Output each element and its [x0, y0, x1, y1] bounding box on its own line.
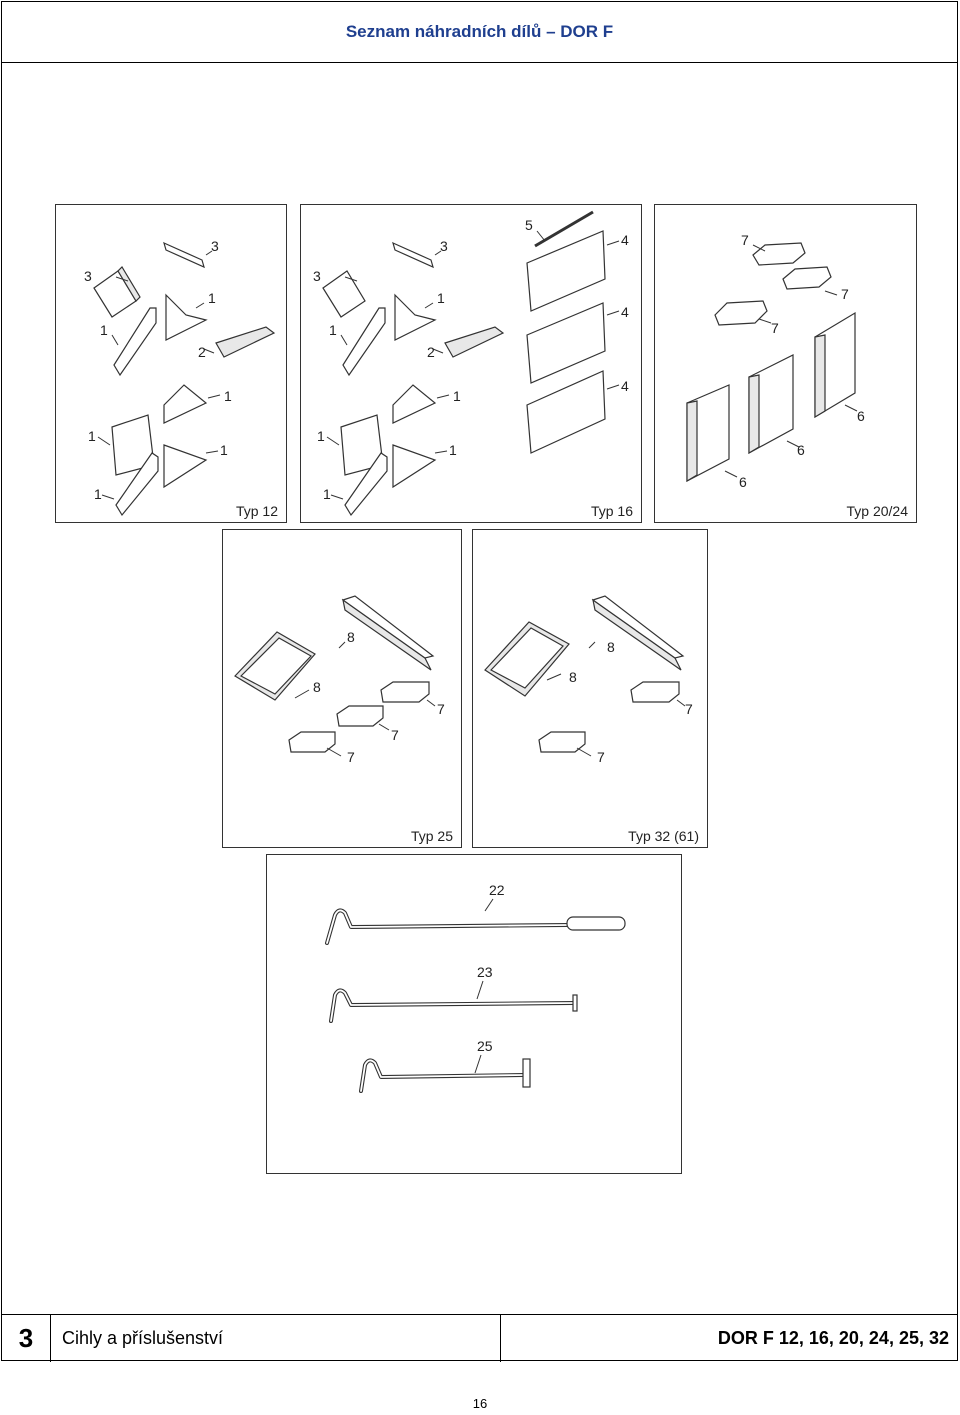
part-label: 1 — [88, 428, 96, 444]
part-label: 1 — [220, 442, 228, 458]
footer-divider — [500, 1315, 501, 1362]
panel-title: Typ 32 (61) — [628, 828, 699, 844]
part-label: 3 — [211, 238, 219, 254]
part-label: 5 — [525, 217, 533, 233]
part-label: 6 — [797, 442, 805, 458]
part-label: 2 — [198, 344, 206, 360]
part-label: 7 — [771, 320, 779, 336]
part-label: 8 — [313, 679, 321, 695]
part-label: 2 — [427, 344, 435, 360]
part-label: 1 — [449, 442, 457, 458]
panel-title: Typ 12 — [235, 503, 278, 519]
drawing-typ-12: 3 3 1 1 2 1 1 1 1 — [84, 238, 276, 517]
drawing-tools: 22 23 25 — [325, 882, 626, 1093]
part-label: 22 — [489, 882, 505, 898]
part-label: 8 — [569, 669, 577, 685]
panel-title: Typ 20/24 — [846, 503, 909, 519]
page-footer: 3 Cihly a příslušenství DOR F 12, 16, 20… — [2, 1314, 957, 1362]
part-label: 4 — [621, 232, 629, 248]
part-label: 1 — [453, 388, 461, 404]
panel-title: Typ 25 — [410, 828, 453, 844]
panel-typ-20-24: 7 7 7 6 6 6 Typ 20/24 — [654, 204, 917, 523]
part-label: 7 — [741, 232, 749, 248]
part-label: 1 — [94, 486, 102, 502]
part-label: 6 — [739, 474, 747, 490]
drawing-typ-32: 8 8 7 7 — [484, 595, 693, 765]
part-label: 7 — [841, 286, 849, 302]
part-label: 7 — [347, 749, 355, 765]
part-label: 3 — [84, 268, 92, 284]
panel-typ-32: 8 8 7 7 Typ 32 (61) — [472, 529, 708, 848]
part-label: 1 — [208, 290, 216, 306]
part-label: 4 — [621, 378, 629, 394]
panel-typ-25: 8 8 7 7 7 Typ 25 — [222, 529, 462, 848]
part-label: 7 — [685, 701, 693, 717]
section-title: Cihly a příslušenství — [62, 1328, 224, 1348]
part-label: 8 — [347, 629, 355, 645]
page-frame: Seznam náhradních dílů – DOR F 3 3 1 — [1, 1, 958, 1362]
page-title: Seznam náhradních dílů – DOR F — [345, 22, 614, 41]
part-label: 1 — [317, 428, 325, 444]
part-label: 1 — [329, 322, 337, 338]
section-number: 3 — [2, 1315, 51, 1362]
part-label: 7 — [391, 727, 399, 743]
part-label: 1 — [437, 290, 445, 306]
tool-poker-23: 23 — [329, 964, 578, 1023]
part-label: 8 — [607, 639, 615, 655]
tool-poker-22: 22 — [325, 882, 626, 945]
panel-tools: 22 23 25 — [266, 854, 682, 1174]
part-label: 3 — [313, 268, 321, 284]
panel-typ-12: 3 3 1 1 2 1 1 1 1 Typ 12 — [55, 204, 287, 523]
part-label: 7 — [597, 749, 605, 765]
panel-title: Typ 16 — [590, 503, 633, 519]
page-number: 16 — [472, 1396, 488, 1411]
tool-poker-25: 25 — [359, 1038, 531, 1093]
part-label: 1 — [224, 388, 232, 404]
model-list: DOR F 12, 16, 20, 24, 25, 32 — [717, 1328, 949, 1348]
drawing-typ-20-24: 7 7 7 6 6 6 — [686, 232, 865, 490]
panel-typ-16: 3 3 1 1 2 1 1 1 1 5 4 4 4 Typ 16 — [300, 204, 642, 523]
part-label: 3 — [440, 238, 448, 254]
part-label: 1 — [100, 322, 108, 338]
part-label: 1 — [323, 486, 331, 502]
page-header: Seznam náhradních dílů – DOR F — [2, 2, 957, 63]
part-label: 4 — [621, 304, 629, 320]
part-label: 7 — [437, 701, 445, 717]
drawing-typ-25: 8 8 7 7 7 — [234, 595, 445, 765]
part-label: 6 — [857, 408, 865, 424]
drawing-typ-16: 3 3 1 1 2 1 1 1 1 5 4 4 4 — [313, 210, 629, 517]
part-label: 25 — [477, 1038, 493, 1054]
part-label: 23 — [477, 964, 493, 980]
